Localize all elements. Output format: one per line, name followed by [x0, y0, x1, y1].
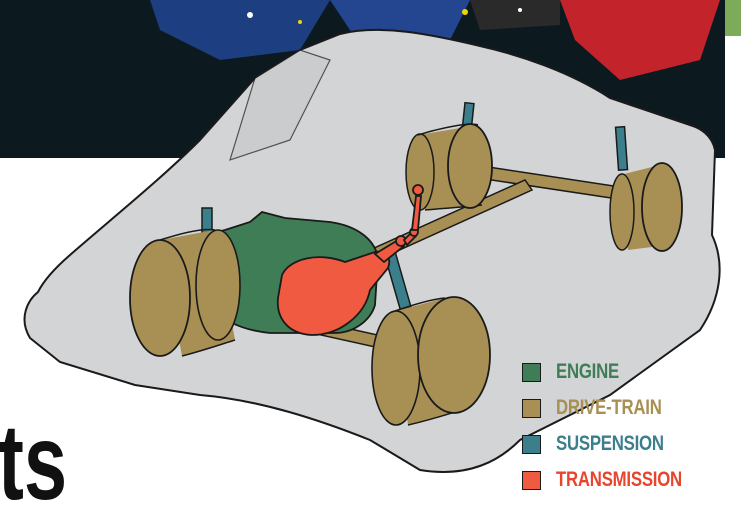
heading-fragment: ts	[0, 401, 68, 522]
suspension-struts	[201, 101, 629, 312]
front-right-wheel	[371, 296, 491, 426]
legend-label-suspension: SUSPENSION	[556, 432, 664, 455]
legend-label-drive-train: DRIVE-TRAIN	[556, 396, 662, 419]
component-legend: ENGINE DRIVE-TRAIN SUSPENSION TRANSMISSI…	[522, 360, 713, 492]
rear-right-strut	[614, 125, 629, 172]
legend-item-suspension: SUSPENSION	[522, 432, 713, 456]
legend-item-transmission: TRANSMISSION	[522, 468, 713, 492]
drive-train-swatch	[522, 398, 541, 418]
legend-label-engine: ENGINE	[556, 360, 619, 383]
transmission	[276, 184, 424, 336]
transmission-swatch	[522, 470, 541, 490]
suspension-swatch	[522, 434, 541, 454]
front-left-wheel	[129, 228, 241, 357]
legend-item-drive-train: DRIVE-TRAIN	[522, 396, 713, 420]
engine-swatch	[522, 362, 541, 382]
legend-label-transmission: TRANSMISSION	[556, 468, 682, 491]
legend-item-engine: ENGINE	[522, 360, 713, 384]
